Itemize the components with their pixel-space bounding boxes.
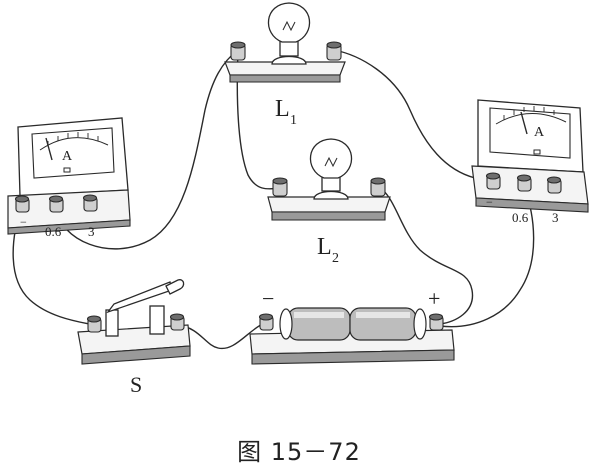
- lamp-l2-bulb: [309, 138, 353, 179]
- ammeter-right-base-side: [475, 197, 589, 213]
- ammeter-left-needle: [45, 137, 53, 161]
- ammeter-right-dial: [489, 107, 571, 159]
- lamp-l1-bulb: [267, 2, 311, 43]
- wire-ammeter-left-to-l1: [55, 49, 239, 250]
- lamp-l2-base-side: [271, 211, 386, 221]
- switch-hinge: [105, 309, 119, 337]
- ammeter-right-terminal-06: [516, 174, 532, 192]
- wire-ammeter-right-to-battery: [439, 186, 535, 328]
- ammeter-right-label-3: 3: [552, 210, 559, 225]
- ammeter-right-needle: [520, 111, 528, 135]
- battery-clip-right: [413, 308, 427, 340]
- wire-l2-to-battery-pos: [377, 186, 474, 325]
- lamp-l1-post-right: [326, 41, 342, 61]
- switch-post-right: [169, 313, 185, 331]
- switch-base-side: [81, 345, 191, 365]
- switch-blade: [106, 281, 173, 314]
- battery-holder: [249, 307, 455, 365]
- ammeter-left-base-side: [7, 219, 131, 235]
- switch-post-left: [86, 315, 102, 333]
- wire-ammeter-left-to-switch: [12, 204, 95, 326]
- ammeter-left-unit: A: [62, 149, 73, 164]
- label-l1-letter: L: [275, 96, 290, 122]
- label-l1-subscript: 1: [290, 113, 297, 128]
- ammeter-left-terminal-3: [82, 194, 98, 212]
- lamp-l2: [267, 138, 391, 221]
- ammeter-right-scale: [495, 113, 567, 125]
- battery-cell-2-highlight: [356, 312, 410, 318]
- label-l2-letter: L: [317, 234, 332, 260]
- ammeter-left-zero-screw: [63, 167, 71, 173]
- battery-base-side: [251, 349, 455, 365]
- wire-l1-to-l2-left: [236, 51, 281, 190]
- ammeter-left: A − 0.6 3: [7, 117, 131, 239]
- switch-contact-jaw: [149, 305, 165, 335]
- battery-cell-1-highlight: [294, 312, 344, 318]
- label-l2-subscript: 2: [332, 251, 339, 266]
- ammeter-right-zero-screw: [533, 149, 541, 155]
- ammeter-right-terminal-3: [546, 176, 562, 194]
- battery-label-pos: +: [428, 286, 440, 311]
- label-switch: S: [130, 372, 142, 397]
- ammeter-left-terminal-06: [48, 195, 64, 213]
- battery-clip-left: [279, 308, 293, 340]
- ammeter-left-label-06: 0.6: [45, 224, 62, 239]
- ammeter-right: A − 0.6 3: [471, 99, 589, 225]
- ammeter-left-label-neg: −: [20, 215, 27, 229]
- wire-l1-to-ammeter-right: [333, 49, 494, 184]
- lamp-l1-socket: [271, 55, 307, 65]
- lamp-l1: [224, 2, 346, 83]
- lamp-l1-post-left: [230, 41, 246, 61]
- label-l1: L 1: [275, 96, 297, 128]
- lamp-l1-filament: [282, 20, 296, 32]
- knife-switch: [77, 279, 191, 365]
- battery-label-neg: −: [262, 286, 274, 311]
- lamp-l2-filament: [324, 156, 338, 168]
- lamp-l2-post-right: [370, 177, 386, 197]
- ammeter-right-ticks: [503, 106, 555, 120]
- ammeter-right-label-06: 0.6: [512, 210, 529, 225]
- ammeter-right-unit: A: [534, 125, 545, 140]
- ammeter-left-scale: [39, 137, 109, 151]
- wire-switch-to-battery-neg: [177, 321, 267, 350]
- ammeter-right-label-neg: −: [486, 195, 493, 209]
- battery-post-pos: [428, 313, 444, 331]
- lamp-l2-socket: [313, 190, 349, 200]
- ammeter-left-dial: [31, 127, 115, 179]
- ammeter-left-label-3: 3: [88, 224, 95, 239]
- ammeter-right-terminal-neg: [485, 172, 501, 190]
- battery-post-neg: [258, 313, 274, 331]
- lamp-l2-post-left: [272, 177, 288, 197]
- label-l2: L 2: [317, 234, 339, 266]
- figure-caption: 图 15－72: [237, 438, 361, 466]
- switch-handle: [165, 279, 185, 295]
- lamp-l1-base-side: [229, 74, 341, 83]
- ammeter-left-terminal-neg: [14, 195, 30, 213]
